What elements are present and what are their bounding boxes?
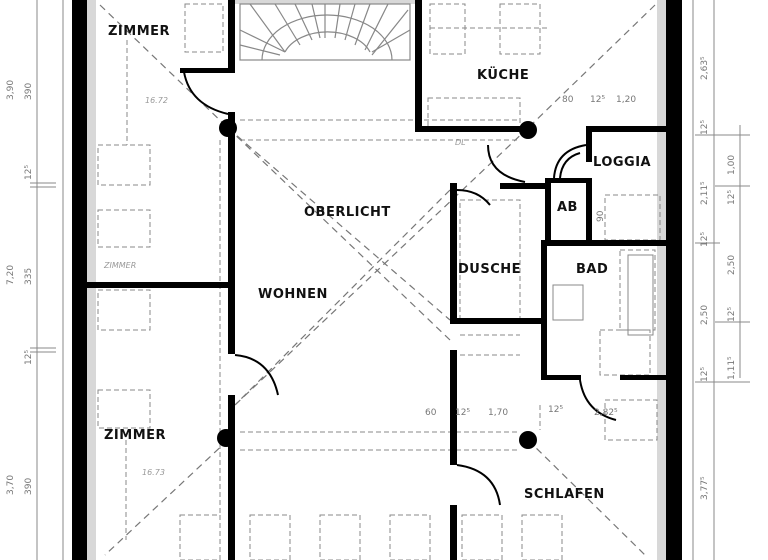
walls bbox=[72, 0, 682, 560]
dim-left-d3a: 7,20 bbox=[6, 264, 16, 285]
room-label-kueche: KÜCHE bbox=[477, 68, 530, 83]
left-wall-inner-strip bbox=[87, 0, 96, 560]
note-zimmer-top-area: 16.72 bbox=[145, 96, 168, 105]
note-zimmer-mid: ZIMMER bbox=[104, 261, 137, 270]
room-label-wohnen: WOHNEN bbox=[258, 287, 328, 302]
dim-right-inner-d3: 2,50 bbox=[727, 254, 737, 275]
dim-right-outer-d6: 12⁵ bbox=[700, 366, 710, 382]
dim-right-inner-d2: 12⁵ bbox=[727, 189, 737, 205]
dim-right-outer-d3: 2,11⁵ bbox=[700, 181, 710, 205]
room-label-ab: AB bbox=[557, 200, 578, 215]
dim-right-outer-d4: 12⁵ bbox=[700, 231, 710, 247]
room-label-zimmer-top: ZIMMER bbox=[108, 24, 171, 39]
note-kitchen-dl: DL bbox=[455, 138, 466, 147]
dim-left-d5a: 3,70 bbox=[6, 474, 16, 495]
dim-left-d2: 12⁵ bbox=[24, 164, 34, 180]
dim-kitchen-d3: 1,20 bbox=[616, 95, 637, 105]
door-swings bbox=[183, 71, 617, 506]
dim-right-inner-d4: 12⁵ bbox=[727, 306, 737, 322]
dim-left-d1a: 3,90 bbox=[6, 79, 16, 100]
dim-schlafen-d3: 1,70 bbox=[488, 408, 509, 418]
dim-schlafen-d2: 12⁵ bbox=[455, 408, 471, 418]
dim-right-inner-d5: 1,11⁵ bbox=[727, 356, 737, 380]
dim-schlafen-d1: 60 bbox=[425, 408, 437, 418]
dim-left-d4: 12⁵ bbox=[24, 349, 34, 365]
note-zimmer-bottom-area: 16.73 bbox=[142, 468, 165, 477]
dim-loggia-small: 90 bbox=[596, 210, 606, 222]
right-wall-inner-strip bbox=[657, 0, 666, 560]
dim-left-d5b: 390 bbox=[24, 477, 34, 495]
room-label-dusche: DUSCHE bbox=[458, 262, 522, 277]
room-label-schlafen: SCHLAFEN bbox=[524, 487, 605, 502]
room-label-loggia: LOGGIA bbox=[593, 155, 652, 170]
dim-right-outer-d5: 2,50 bbox=[700, 304, 710, 325]
room-label-oberlicht: OBERLICHT bbox=[304, 205, 391, 220]
dim-right-outer-d7: 3,77⁵ bbox=[700, 476, 710, 500]
dashed-diagonals bbox=[99, 4, 656, 556]
dimension-lines-left bbox=[30, 0, 64, 560]
columns bbox=[217, 119, 537, 449]
dim-kitchen-d2: 12⁵ bbox=[590, 95, 606, 105]
dim-kitchen-d1: 80 bbox=[562, 95, 574, 105]
room-label-bad: BAD bbox=[576, 262, 609, 277]
dim-right-outer-d2: 12⁵ bbox=[700, 119, 710, 135]
staircase bbox=[239, 3, 411, 61]
dim-right-outer-d1: 2,63⁵ bbox=[700, 56, 710, 80]
dim-right-inner-d1: 1,00 bbox=[727, 154, 737, 175]
furniture-outlines bbox=[97, 3, 661, 560]
dim-left-d1b: 390 bbox=[24, 82, 34, 100]
dim-schlafen-d4: 12⁵ bbox=[548, 405, 564, 415]
room-label-zimmer-bottom: ZIMMER bbox=[104, 428, 167, 443]
dimension-lines-right bbox=[692, 0, 750, 560]
dim-schlafen-d5: 2,82⁵ bbox=[594, 408, 618, 418]
dim-left-d3b: 335 bbox=[24, 267, 34, 285]
bathroom-fixtures bbox=[552, 254, 654, 336]
